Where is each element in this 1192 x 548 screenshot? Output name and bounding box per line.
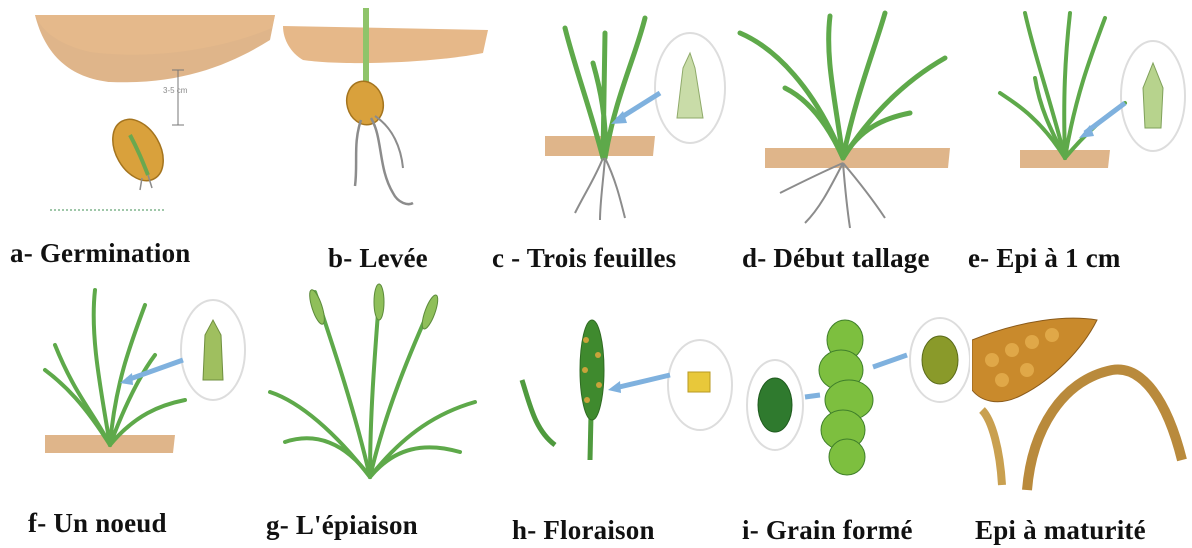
soil-layer — [283, 26, 488, 63]
stage-epi-1cm-illustration — [995, 8, 1190, 228]
caption-floraison: h- Floraison — [512, 515, 655, 546]
caption-debut-tallage: d- Début tallage — [742, 243, 930, 274]
caption-epi-1cm: e- Epi à 1 cm — [968, 243, 1121, 274]
stage-germination-illustration: 3-5 cm — [30, 10, 280, 225]
caption-epiaison: g- L'épiaison — [266, 510, 418, 541]
stage-levee-illustration — [283, 8, 493, 223]
caption-germination: a- Germination — [10, 238, 191, 269]
caption-trois-feuilles: c - Trois feuilles — [492, 243, 676, 274]
stage-epiaison-illustration — [265, 282, 480, 497]
stage-floraison-illustration — [510, 310, 735, 485]
stage-un-noeud-illustration — [35, 285, 250, 495]
stage-trois-feuilles-illustration — [545, 8, 730, 228]
caption-levee: b- Levée — [328, 243, 428, 274]
soil-layer — [765, 148, 950, 168]
grain-icon — [922, 336, 958, 384]
arrow-icon — [608, 381, 621, 393]
stage-debut-tallage-illustration — [735, 8, 950, 233]
stage-grain-forme-illustration — [745, 315, 970, 490]
stage-epi-maturite-illustration — [972, 300, 1187, 495]
caption-grain-forme: i- Grain formé — [742, 515, 913, 546]
caption-un-noeud: f- Un noeud — [28, 508, 167, 539]
caption-epi-maturite: Epi à maturité — [975, 515, 1146, 546]
grain-icon — [758, 378, 792, 432]
depth-label: 3-5 cm — [163, 86, 187, 95]
